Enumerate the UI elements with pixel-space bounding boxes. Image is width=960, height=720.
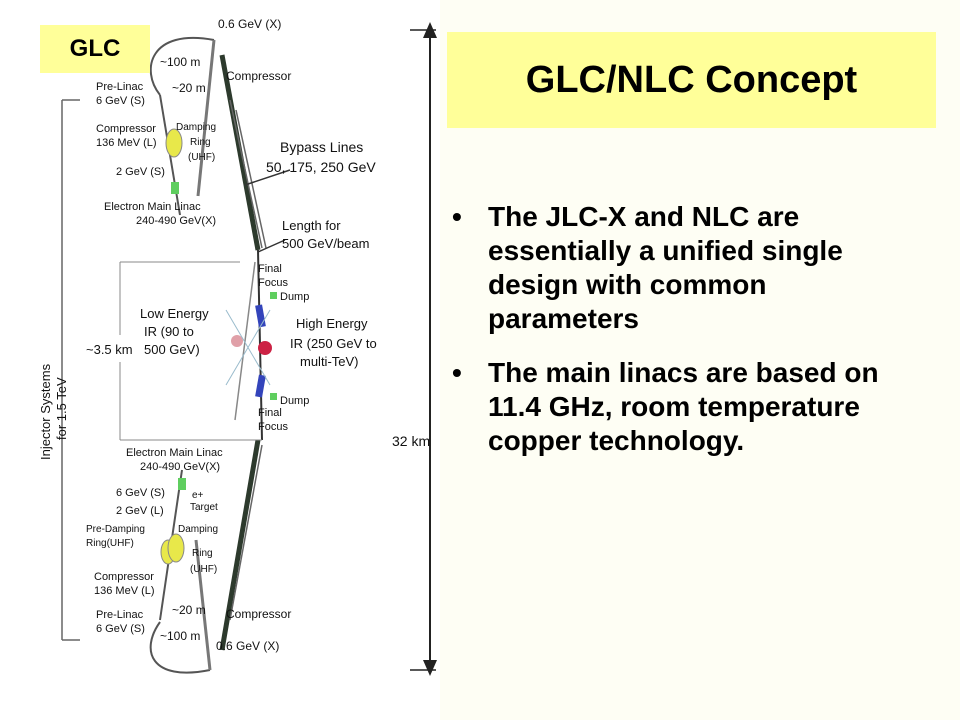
arrow-head-down (423, 660, 437, 676)
main-linac-top (219, 54, 261, 251)
positron-target (178, 478, 186, 490)
dump-bottom-marker (270, 393, 277, 400)
label-bot-comp136-1: Compressor (94, 571, 154, 583)
label-bot-20m: ~20 m (172, 603, 206, 617)
title-box: GLC/NLC Concept (447, 32, 936, 128)
label-top-comp136-2: 136 MeV (L) (96, 137, 157, 149)
label-low-ir-3: 500 GeV) (144, 342, 200, 357)
label-top-eml-1: Electron Main Linac (104, 201, 201, 213)
label-bot-6gev: 6 GeV (S) (116, 487, 165, 499)
ff-magnet-bottom (255, 374, 266, 398)
label-high-ir-2: IR (250 GeV to (290, 336, 377, 351)
bottom-transfer-line (194, 539, 212, 671)
label-bot-predamp-1: Pre-Damping (86, 524, 145, 535)
top-transfer-line (196, 39, 216, 197)
label-bot-predamp-2: Ring(UHF) (86, 538, 134, 549)
label-top-20m: ~20 m (172, 81, 206, 95)
low-energy-beam-line (234, 261, 256, 421)
bullet-text: The JLC-X and NLC are essentially a unif… (488, 201, 843, 334)
bullet-dot-icon: • (452, 201, 462, 232)
label-top-comp136-1: Compressor (96, 123, 156, 135)
label-bypass-1: Bypass Lines (280, 139, 363, 155)
label-bot-damping-3: (UHF) (190, 564, 217, 575)
label-bot-prelinac-1: Pre-Linac (96, 609, 144, 621)
label-bot-comp136-2: 136 MeV (L) (94, 585, 155, 597)
label-high-ir-1: High Energy (296, 316, 368, 331)
bypass-line-1 (229, 99, 263, 249)
label-bypass-2: 50, 175, 250 GeV (266, 159, 376, 175)
label-ff-bot-1: Final (258, 407, 282, 419)
label-bot-energy: 0.6 GeV (X) (216, 639, 279, 653)
bottom-turnaround-loop (149, 621, 211, 674)
label-bot-prelinac-2: 6 GeV (S) (96, 623, 145, 635)
label-top-prelinac-1: Pre-Linac (96, 81, 144, 93)
label-top-damping-1: Damping (176, 122, 216, 133)
label-top-2gev: 2 GeV (S) (116, 166, 165, 178)
bullet-dot-icon: • (452, 357, 462, 388)
bypass-line-2 (235, 109, 267, 249)
label-bot-2gev: 2 GeV (L) (116, 505, 164, 517)
label-length-2: 500 GeV/beam (282, 236, 369, 251)
label-bot-damping-2: Ring (192, 548, 213, 559)
top-damping-ring (165, 128, 183, 158)
label-ff-bot-2: Focus (258, 421, 288, 433)
label-low-ir-2: IR (90 to (144, 324, 194, 339)
label-bot-target: Target (190, 502, 218, 513)
glc-badge: GLC (40, 25, 150, 73)
label-bot-compressor: Compressor (226, 607, 291, 621)
label-ff-top-2: Focus (258, 277, 288, 289)
bullet-list: • The JLC-X and NLC are essentially a un… (448, 200, 918, 478)
label-top-damping-2: Ring (190, 137, 211, 148)
top-turnaround-loop (149, 37, 215, 96)
high-energy-ir (258, 341, 272, 355)
ff-magnet-top (255, 304, 266, 328)
label-top-energy: 0.6 GeV (X) (218, 17, 281, 31)
label-top-damping-3: (UHF) (188, 152, 215, 163)
label-injector-2: for 1.5 TeV (54, 377, 69, 440)
length-pointer (257, 239, 286, 253)
label-bot-eml-1: Electron Main Linac (126, 447, 223, 459)
main-linac-bottom (219, 439, 261, 651)
label-dump-bottom: Dump (280, 395, 309, 407)
label-ff-top-1: Final (258, 263, 282, 275)
label-top-compressor: Compressor (226, 69, 291, 83)
label-top-prelinac-2: 6 GeV (S) (96, 95, 145, 107)
crossing-line-2 (225, 309, 271, 386)
dump-top-marker (270, 292, 277, 299)
bullet-item: • The JLC-X and NLC are essentially a un… (448, 200, 918, 336)
bypass-line-3 (229, 444, 263, 621)
label-bot-eplus: e+ (192, 490, 204, 501)
page-title: GLC/NLC Concept (525, 58, 858, 101)
bullet-text: The main linacs are based on 11.4 GHz, r… (488, 357, 879, 456)
label-low-ir-1: Low Energy (140, 306, 209, 321)
label-high-ir-3: multi-TeV) (300, 354, 359, 369)
bottom-damping-ring (167, 533, 185, 563)
low-energy-ir (231, 335, 243, 347)
label-bot-eml-2: 240-490 GeV(X) (140, 461, 220, 473)
label-bot-100m: ~100 m (160, 629, 200, 643)
bypass-pointer (244, 169, 291, 186)
label-32km: 32 km (392, 433, 430, 449)
label-injector-1: Injector Systems (38, 363, 53, 460)
label-top-eml-2: 240-490 GeV(X) (136, 215, 216, 227)
top-injector-component (171, 182, 179, 194)
bullet-item: • The main linacs are based on 11.4 GHz,… (448, 356, 918, 458)
label-dump-top: Dump (280, 291, 309, 303)
label-35km: ~3.5 km (86, 342, 133, 357)
label-length-1: Length for (282, 218, 341, 233)
linear-collider-diagram: ~100 m ~20 m 0.6 GeV (X) Compressor Pre-… (38, 17, 437, 676)
label-top-100m: ~100 m (160, 55, 200, 69)
label-bot-damping-1: Damping (178, 524, 218, 535)
